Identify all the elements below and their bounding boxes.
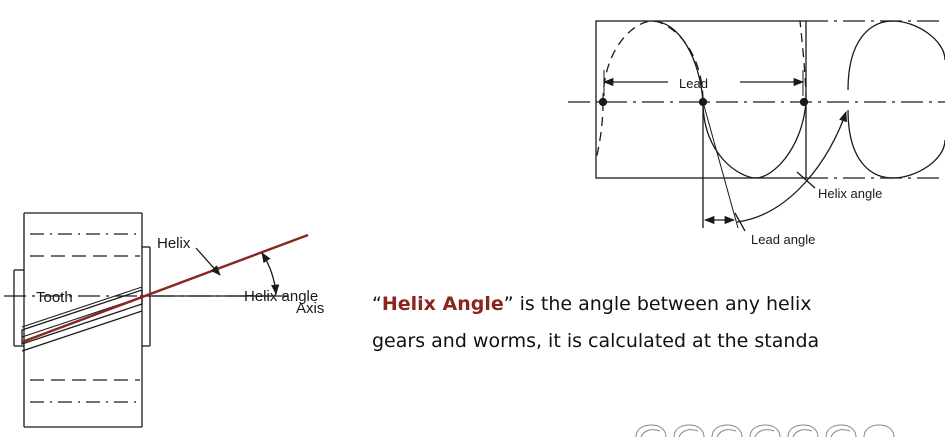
helix-curve-upper <box>651 20 704 103</box>
helix-angle-leader <box>796 171 816 189</box>
paragraph-line-2: gears and worms, it is calculated at the… <box>372 330 820 352</box>
lead-label: Lead <box>679 76 708 91</box>
helix-angle-arc <box>261 252 280 296</box>
paragraph-line-1: “Helix Angle” is the angle between any h… <box>372 293 812 315</box>
lead-diagram <box>568 20 945 232</box>
term-highlight: Helix Angle <box>381 293 504 315</box>
end-circle-lower <box>847 109 945 179</box>
helix-label: Helix <box>157 235 191 252</box>
tooth-edge <box>21 310 143 352</box>
helix-angle-label: Helix angle <box>244 288 319 305</box>
helix-line <box>21 233 309 344</box>
helix-angle-arc-right <box>736 111 847 223</box>
tooth-outline <box>21 289 143 345</box>
gear-diagram <box>4 212 288 428</box>
helix-leader <box>195 247 221 276</box>
helix-angle-label-right: Helix angle <box>818 186 883 201</box>
lead-point-1 <box>598 97 608 107</box>
helix-curve-lower <box>702 101 807 179</box>
axis-label: Axis <box>296 300 325 317</box>
lead-point-3 <box>799 97 809 107</box>
lead-angle-label: Lead angle <box>751 232 816 247</box>
definition-paragraph: “Helix Angle” is the angle between any h… <box>372 286 945 360</box>
tooth-label: Tooth <box>36 289 73 306</box>
worm-thread-icon <box>635 424 895 437</box>
end-circle-upper <box>847 20 945 91</box>
